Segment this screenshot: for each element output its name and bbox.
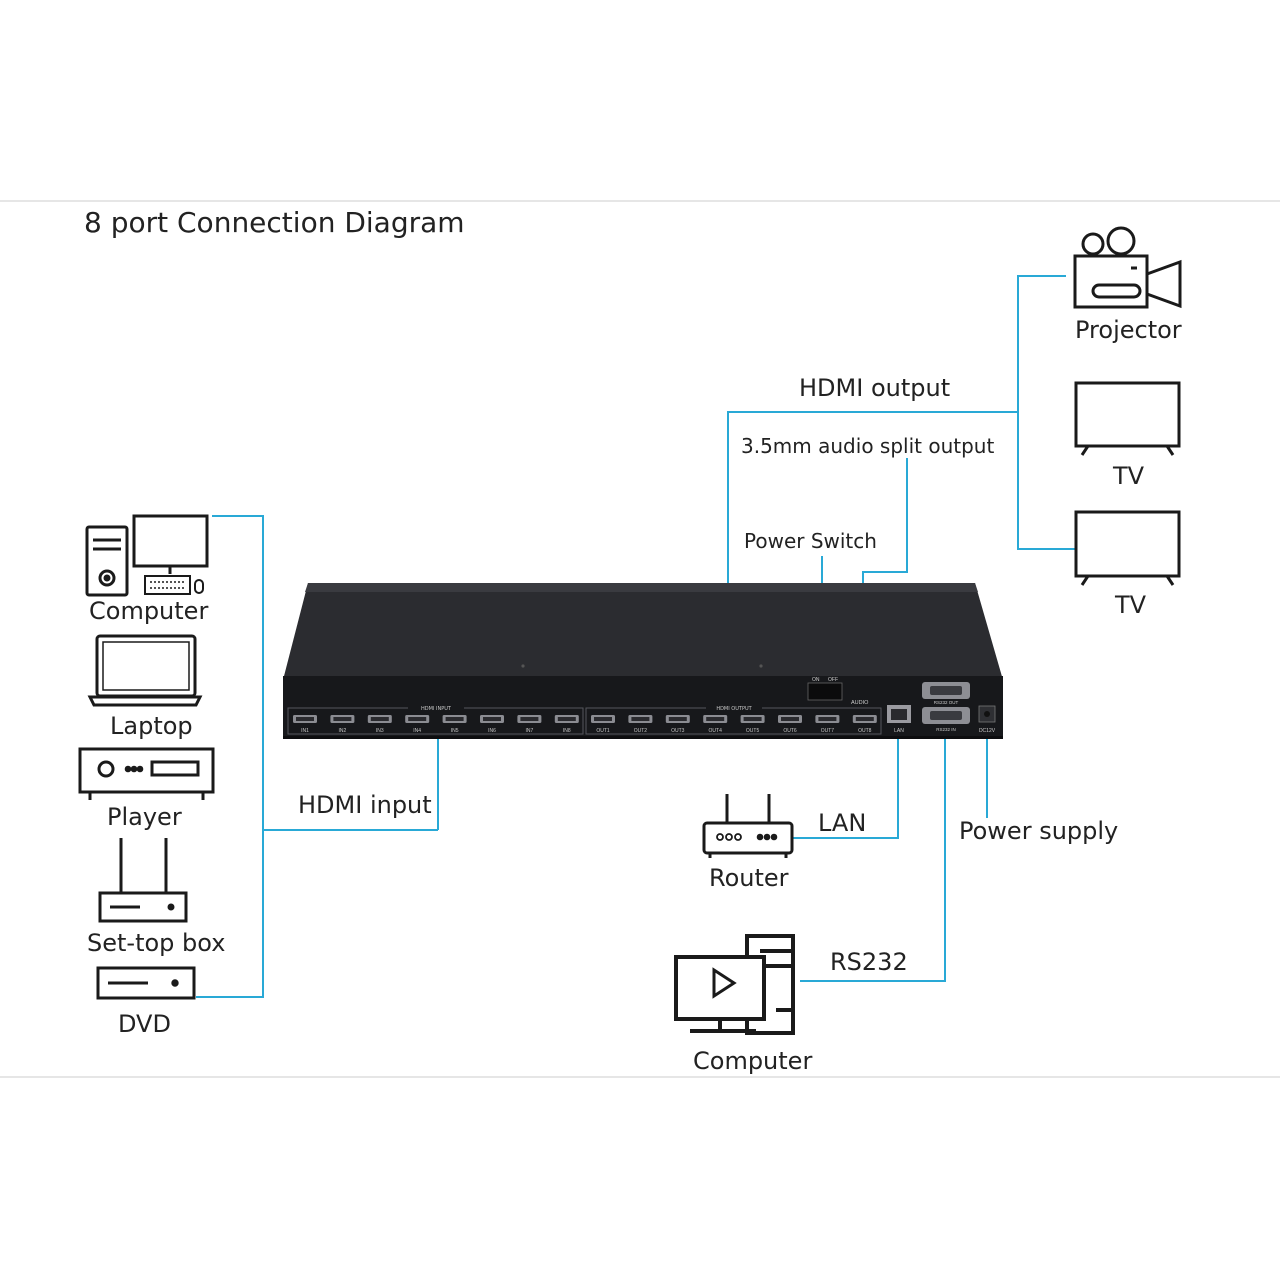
hdmi-in-port-socket [333,717,352,721]
hdmi-in-port-label: IN2 [339,728,347,734]
set-top-box-icon [98,838,188,923]
device-front [283,676,1003,738]
hdmi-out-port-label: OUT6 [783,728,797,734]
hdmi-out-port-socket [855,717,874,721]
hdmi-in-port-label: IN7 [526,728,534,734]
hdmi-in-port-socket [483,717,501,721]
hdmi-in-port-label: IN3 [376,728,384,734]
switch-on-label: ON [812,677,820,683]
lan-line [792,734,899,839]
power-supply-label: Power supply [959,817,1119,845]
display-bus-line [1017,275,1076,550]
control-computer-icon [674,934,795,1035]
rs232-out-label: RS232 OUT [934,700,959,705]
audio-split-label: 3.5mm audio split output [741,434,995,458]
hdmi-out-port-label: OUT4 [709,728,723,734]
hdmi-input-panel-label: HDMI INPUT [421,706,452,712]
tv-icon [1074,510,1181,586]
bottom-divider [0,1076,1280,1078]
hdmi-out-port-socket [781,717,799,721]
lan-port-label: LAN [894,728,904,734]
rs232-in-label: RS232 IN [936,727,956,732]
hdmi-in-port-socket [445,717,464,721]
hdmi-in-port-label: IN4 [413,728,421,734]
laptop-icon [87,634,203,707]
power-switch-label: Power Switch [744,529,877,553]
rs232-line [800,734,946,982]
hdmi-input-label: HDMI input [298,791,432,819]
hdmi-in-port-socket [296,717,314,721]
hdmi-out-port-label: OUT7 [821,728,835,734]
top-divider [0,200,1280,202]
hdmi-in-port-label: IN6 [488,728,496,734]
hdmi-out-port-label: OUT8 [858,728,872,734]
tv-icon [1074,381,1181,456]
device-screw [521,664,525,668]
source-dvd-label: DVD [118,1010,171,1038]
source-player-label: Player [107,803,182,831]
switch-off-label: OFF [828,677,838,683]
hdmi-in-port-socket [520,717,539,721]
hdmi-input-line [196,515,264,998]
computer-icon [85,514,209,597]
hdmi-output-ports: OUT1 OUT2 OUT3 OUT4 OUT5 OUT6 OUT7 OUT8 [591,715,877,734]
hdmi-in-port-socket [370,717,389,721]
hdmi-in-port-socket [408,717,427,721]
display-projector-label: Projector [1075,316,1182,344]
control-computer-label: Computer [693,1047,813,1075]
hdmi-in-port-label: IN8 [563,728,571,734]
device-bottom-edge [283,736,1003,739]
rs232-label: RS232 [830,948,908,976]
hdmi-out-port-label: OUT2 [634,728,648,734]
router-icon [702,794,794,858]
device-screw [759,664,763,668]
hdmi-in-port-label: IN5 [451,728,459,734]
hdmi-out-port-label: OUT3 [671,728,685,734]
display-tv-label-2: TV [1115,591,1147,619]
source-laptop-label: Laptop [110,712,193,740]
hdmi-input-ports: IN1 IN2 IN3 IN4 IN5 IN6 IN7 IN8 [293,715,579,734]
dvd-icon [96,966,196,1000]
display-tv-label-1: TV [1113,462,1145,490]
hdmi-in-port-socket [557,717,576,721]
player-icon [78,747,215,800]
hdmi-out-port-socket [818,717,837,721]
hdmi-out-port-socket [631,717,650,721]
hdmi-out-port-socket [594,717,612,721]
hdmi-out-port-socket [668,717,687,721]
hdmi-out-port-socket [743,717,762,721]
hdmi-in-port-label: IN1 [301,728,309,734]
device-top [283,583,1003,680]
audio-label: AUDIO [851,700,869,706]
device-top-highlight [305,583,978,592]
projector-icon [1073,226,1182,309]
lan-label: LAN [818,809,867,837]
hdmi-out-port-label: OUT5 [746,728,760,734]
hdmi-out-port-label: OUT1 [596,728,610,734]
hdmi-out-port-socket [706,717,725,721]
source-settop-label: Set-top box [87,929,226,957]
dc-label: DC12V [979,728,996,734]
diagram-title: 8 port Connection Diagram [84,206,465,239]
router-label: Router [709,864,789,892]
source-computer-label: Computer [89,597,209,625]
hdmi-output-panel-label: HDMI OUTPUT [716,706,752,712]
power-switch [807,682,843,701]
hdmi-output-label: HDMI output [799,374,951,402]
